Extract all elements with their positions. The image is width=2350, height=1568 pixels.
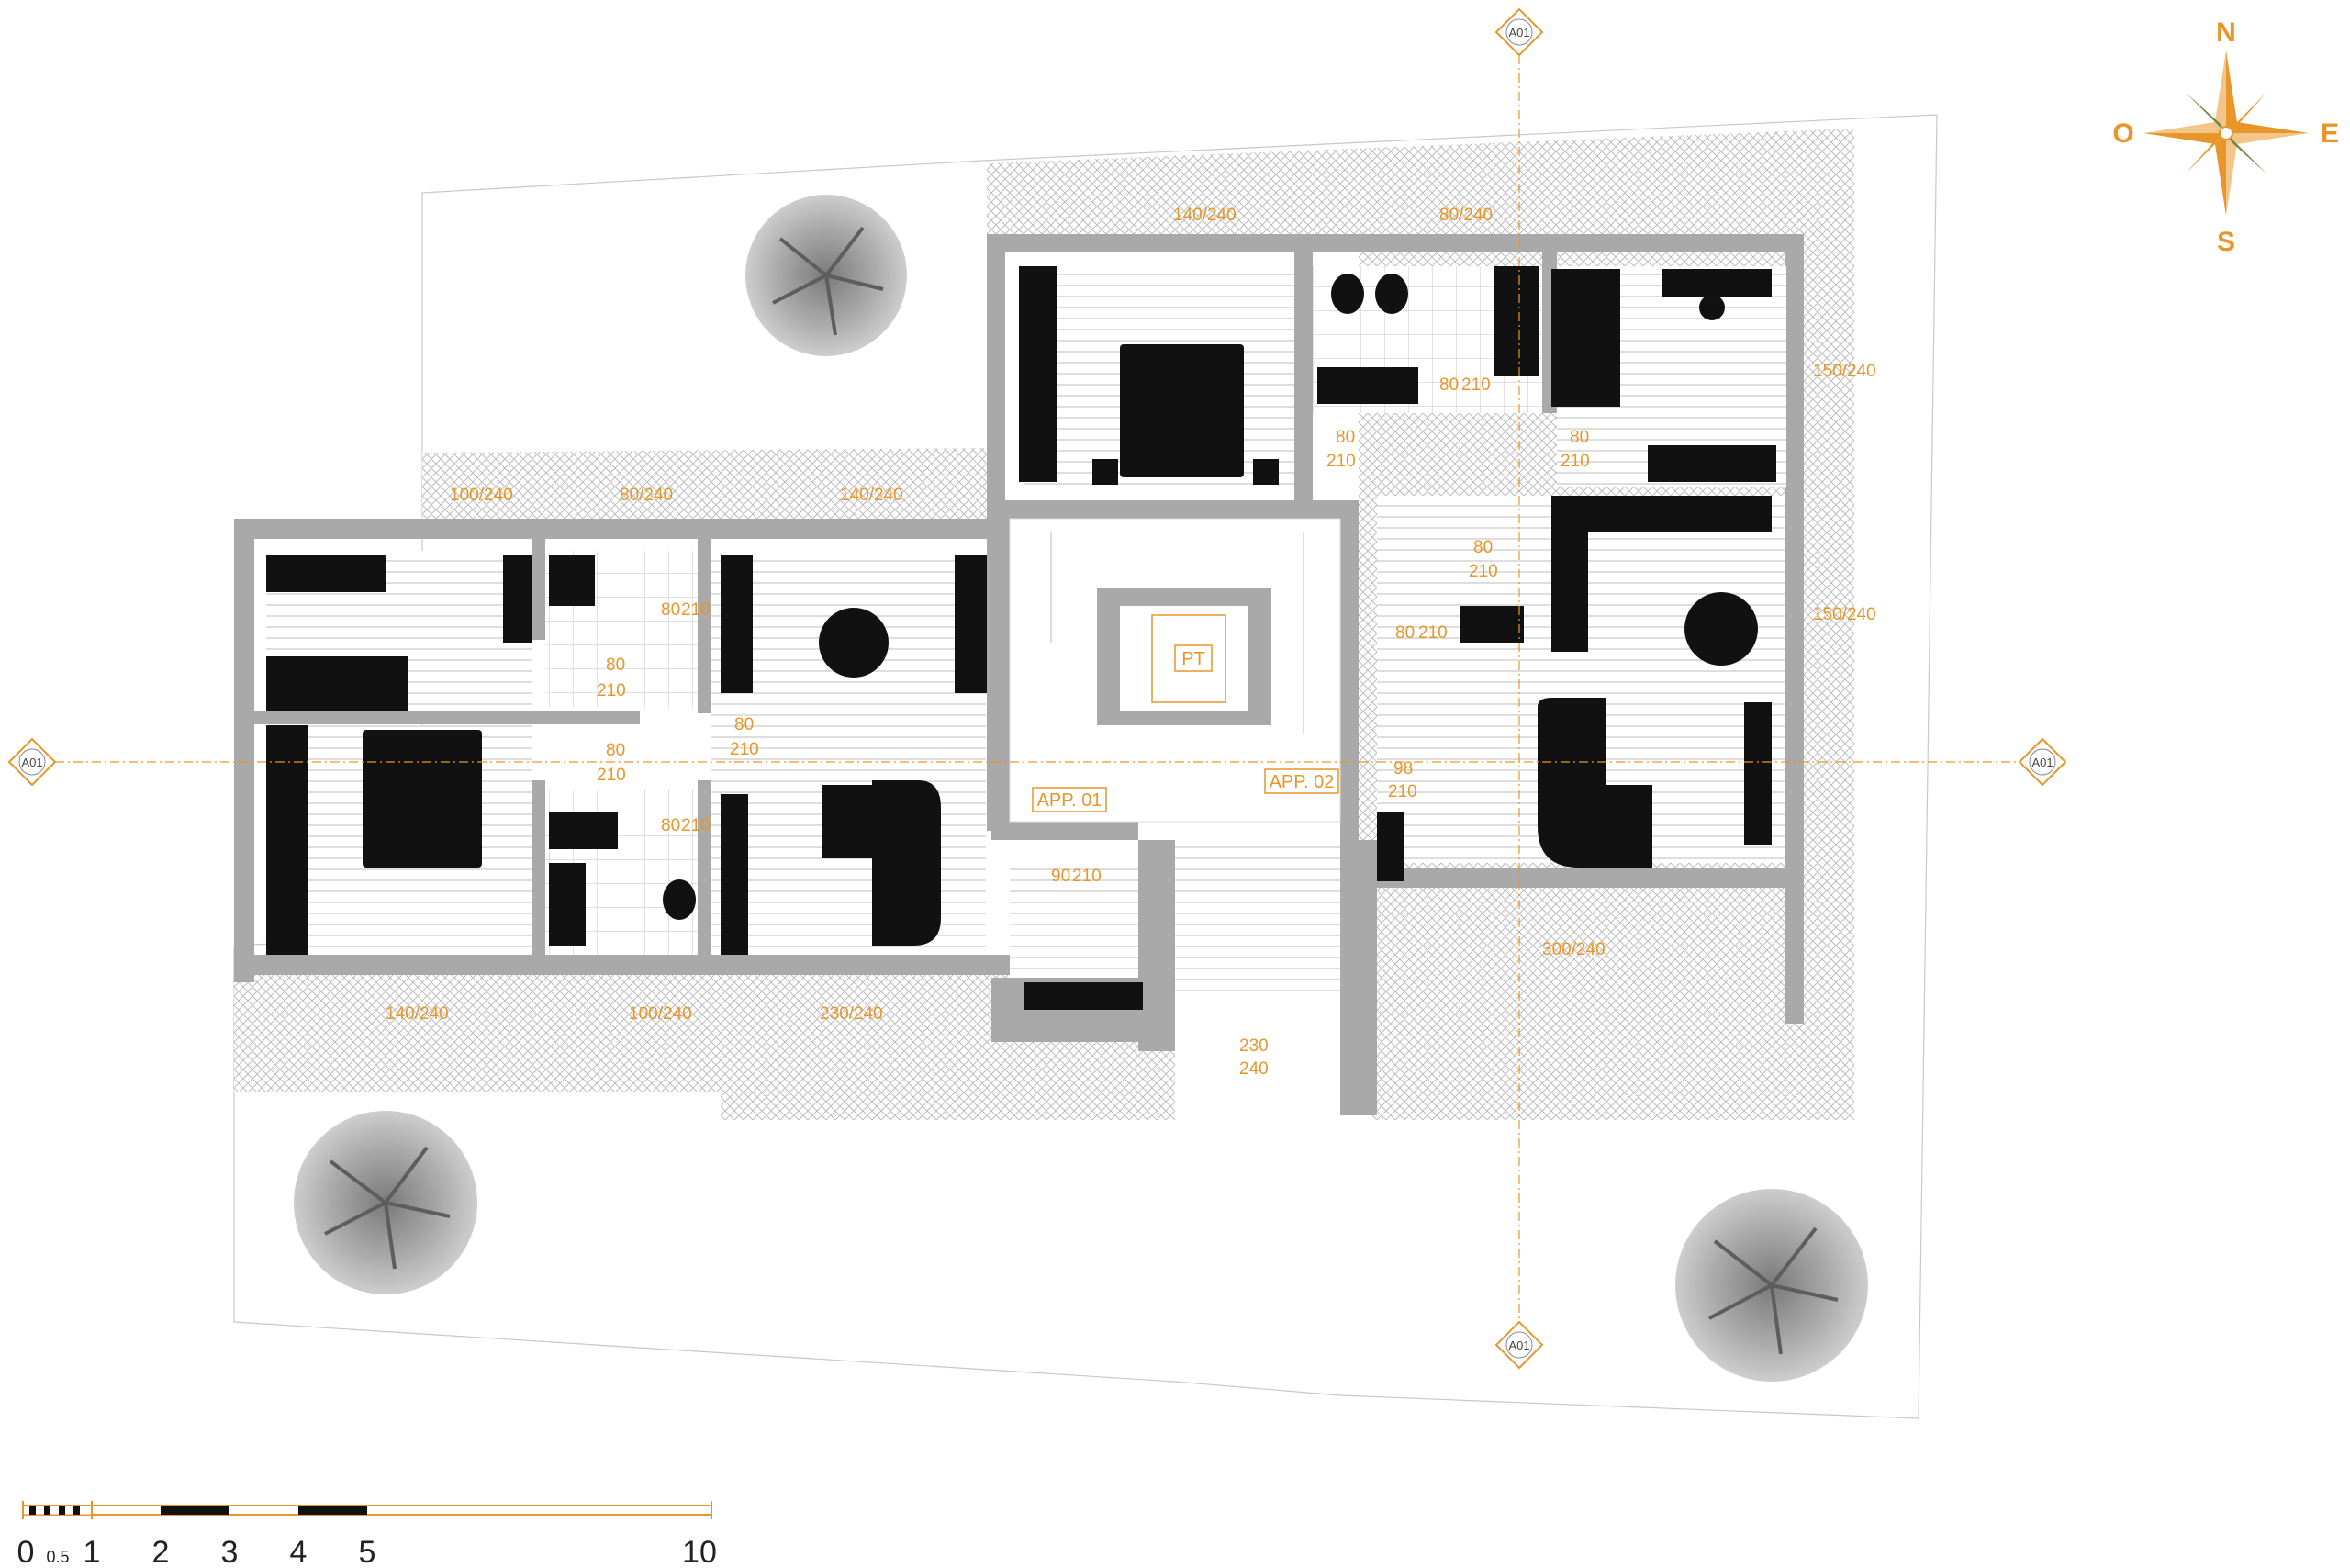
door-8-height: 210 (681, 816, 711, 835)
tree-top-left (745, 195, 907, 356)
window-bottom-3: 230/240 (820, 1004, 883, 1024)
scale-tick-4: 4 (290, 1535, 308, 1568)
door-1-width: 80 (606, 655, 625, 675)
scale-tick-2: 2 (152, 1535, 170, 1568)
door-7-width: 80 (661, 600, 680, 620)
compass-rose: N S E O (2112, 17, 2339, 257)
door-1-height: 210 (597, 681, 626, 700)
window-bottom-2: 100/240 (629, 1004, 692, 1024)
tree-bottom-right (1675, 1189, 1868, 1382)
door-12-width: 98 (1393, 759, 1413, 778)
section-marker-top: A01 (1494, 7, 1544, 57)
door-9-height: 210 (1418, 623, 1448, 643)
scale-bar: 0 0.5 1 2 3 4 5 10 (17, 1501, 717, 1568)
section-label-right: A01 (2031, 756, 2053, 769)
door-7-height: 210 (681, 600, 711, 620)
door-dimensions: 80 210 80 210 80 210 80 210 80 210 80 21… (597, 375, 1590, 886)
section-label-top: A01 (1508, 26, 1529, 39)
door-12-height: 210 (1388, 782, 1417, 801)
door-2-height: 210 (597, 766, 626, 785)
label-pt: PT (1181, 649, 1205, 669)
section-marker-bottom: A01 (1494, 1320, 1544, 1370)
window-bottom-1: 140/240 (386, 1004, 449, 1024)
door-6-width: 80 (1473, 538, 1493, 557)
window-top2-left: 140/240 (1173, 206, 1237, 225)
scale-tick-0: 0 (17, 1535, 35, 1568)
door-6-height: 210 (1469, 562, 1498, 581)
tree-bottom-left (294, 1111, 477, 1294)
door-11-width: 90 (1051, 867, 1070, 886)
door-4-height: 210 (1326, 452, 1356, 471)
compass-e: E (2321, 118, 2339, 149)
section-label-bottom: A01 (1508, 1338, 1529, 1352)
window-top2-mid: 80/240 (1439, 206, 1493, 225)
window-dimensions: 100/240 80/240 140/240 140/240 80/240 15… (386, 206, 1876, 1079)
section-label-left: A01 (21, 756, 42, 769)
scale-tick-1: 1 (84, 1535, 101, 1568)
window-top-mid: 80/240 (620, 486, 673, 505)
door-10-width: 80 (1439, 375, 1459, 395)
window-entrance-width: 230 (1239, 1036, 1269, 1056)
door-8-width: 80 (661, 816, 680, 835)
door-9-width: 80 (1395, 623, 1415, 643)
door-10-height: 210 (1461, 375, 1491, 395)
label-app01: APP. 01 (1037, 790, 1102, 811)
compass-s: S (2217, 227, 2235, 257)
door-3-width: 80 (734, 715, 754, 734)
window-top-left: 100/240 (450, 486, 513, 505)
section-lines (37, 37, 2038, 1331)
window-top-right: 140/240 (840, 486, 903, 505)
window-right-1: 150/240 (1813, 362, 1876, 381)
door-5-height: 210 (1561, 452, 1590, 471)
scale-tick-3: 3 (221, 1535, 239, 1568)
compass-n: N (2216, 17, 2236, 48)
section-marker-right: A01 (2018, 737, 2067, 787)
unit-labels: APP. 01 APP. 02 PT (1032, 644, 1339, 812)
label-app02: APP. 02 (1270, 772, 1335, 792)
scale-tick-0-5: 0.5 (46, 1548, 69, 1566)
door-3-height: 210 (730, 740, 759, 759)
door-11-height: 210 (1072, 867, 1102, 886)
building-walls (234, 234, 1804, 1115)
window-right-2: 150/240 (1813, 605, 1876, 624)
window-bottom-right: 300/240 (1542, 940, 1606, 959)
door-5-width: 80 (1570, 428, 1589, 447)
furniture (266, 266, 1776, 1010)
scale-tick-10: 10 (682, 1535, 717, 1568)
section-marker-left: A01 (7, 737, 57, 787)
window-entrance-height: 240 (1239, 1059, 1269, 1079)
compass-o: O (2112, 118, 2133, 149)
scale-tick-5: 5 (359, 1535, 376, 1568)
door-4-width: 80 (1336, 428, 1355, 447)
door-2-width: 80 (606, 741, 625, 760)
